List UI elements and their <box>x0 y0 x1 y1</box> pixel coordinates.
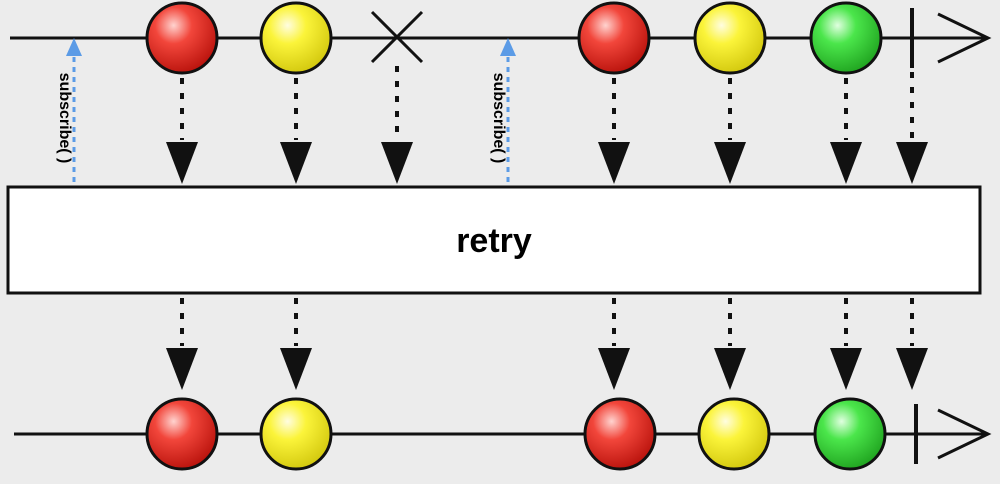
output-arrowheads <box>166 348 928 390</box>
source-marble-green <box>809 1 883 75</box>
input-arrows <box>180 66 914 140</box>
output-arrows <box>180 298 914 346</box>
operator-label: retry <box>456 222 532 260</box>
result-timeline-arrowhead <box>937 408 992 460</box>
source-marble-red-2 <box>577 1 651 75</box>
result-marble-yellow-1 <box>259 397 333 471</box>
source-timeline-arrowhead <box>937 12 992 64</box>
source-marble-yellow-1 <box>259 1 333 75</box>
operator-box <box>6 185 982 295</box>
source-error-icon <box>370 10 424 64</box>
result-marble-red-2 <box>583 397 657 471</box>
subscribe-arrow-1 <box>66 38 82 182</box>
subscribe-label-2: subscribe( ) <box>490 73 507 164</box>
subscribe-label-1: subscribe( ) <box>56 73 73 164</box>
result-marble-green <box>813 397 887 471</box>
result-timeline <box>14 397 992 471</box>
subscribe-arrow-2 <box>500 38 516 182</box>
source-marble-red-1 <box>145 1 219 75</box>
result-marble-yellow-2 <box>697 397 771 471</box>
input-arrowheads <box>166 142 928 184</box>
source-marble-yellow-2 <box>693 1 767 75</box>
result-marble-red-1 <box>145 397 219 471</box>
source-timeline <box>10 1 992 75</box>
